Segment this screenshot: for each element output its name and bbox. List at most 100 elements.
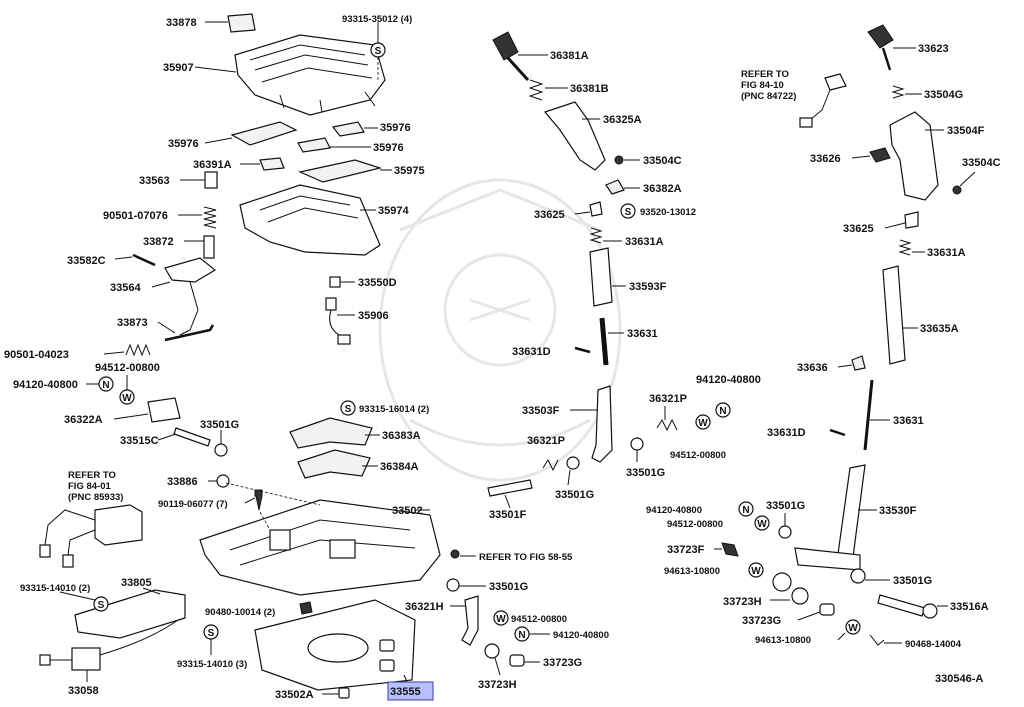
label-90501-04023: 90501-04023 — [4, 349, 69, 361]
label-33502A: 33502A — [275, 689, 314, 701]
svg-text:S: S — [98, 600, 105, 611]
part-33723H-collar-mid — [484, 643, 500, 659]
label-33593F: 33593F — [629, 281, 667, 293]
part-36321H-lever — [461, 595, 479, 646]
label-33501G-right-top: 33501G — [766, 500, 805, 512]
part-35906-switch — [325, 297, 337, 311]
part-33515C-pin — [173, 427, 211, 447]
label-33631D-right: 33631D — [767, 427, 806, 439]
label-33555-highlighted[interactable]: 33555 — [390, 686, 421, 698]
label-33635A: 33635A — [920, 323, 959, 335]
svg-text:W: W — [848, 623, 858, 634]
part-36382A — [605, 179, 625, 195]
note-refer-84-01-line3: (PNC 85933) — [68, 492, 123, 503]
label-94120-40800-mid: 94120-40800 — [696, 374, 761, 386]
part-33501F-pin — [487, 479, 533, 497]
label-94613-10800-upper: 94613-10800 — [664, 566, 720, 577]
label-33504C-right: 33504C — [962, 157, 1001, 169]
label-33631-right: 33631 — [893, 415, 924, 427]
label-94120-40800-right: 94120-40800 — [646, 505, 702, 516]
label-93315-14010-2: 93315-14010 (2) — [20, 583, 90, 594]
label-90480-10014: 90480-10014 (2) — [205, 607, 275, 618]
part-36322A-bracket — [147, 397, 181, 423]
part-35975-plate — [298, 159, 383, 183]
part-33886-grommet — [216, 474, 230, 488]
figure-id: 330546-A — [935, 673, 983, 685]
part-33564-lever — [164, 257, 217, 283]
part-33593F-plate — [589, 247, 613, 307]
part-33872-stop — [203, 235, 215, 259]
svg-text:N: N — [102, 380, 109, 391]
svg-text:S: S — [208, 628, 215, 639]
part-35907-cover — [234, 34, 386, 116]
s-symbol-93520-13012 — [620, 203, 636, 219]
part-35976-plate-left — [230, 121, 298, 146]
part-33631-rod-right — [863, 379, 874, 451]
label-90501-07076: 90501-07076 — [103, 210, 168, 222]
part-33501G-bushing-far-right — [850, 568, 866, 584]
label-90119-06077: 90119-06077 (7) — [158, 499, 228, 510]
label-36384A: 36384A — [380, 461, 419, 473]
label-33723G-mid: 33723G — [543, 657, 582, 669]
n-symbol-right — [738, 501, 754, 517]
part-36391A-clip — [259, 157, 285, 171]
label-35976-upper: 35976 — [380, 122, 411, 134]
label-36381B: 36381B — [570, 83, 609, 95]
svg-text:W: W — [122, 393, 132, 404]
part-33631D-pin-mid — [574, 346, 591, 354]
svg-text:N: N — [742, 505, 749, 516]
label-33723H-mid: 33723H — [478, 679, 517, 691]
part-harness-switch — [824, 73, 847, 91]
label-36321H: 36321H — [405, 601, 444, 613]
part-90480-10014-clip — [299, 601, 313, 615]
label-33564: 33564 — [110, 282, 141, 294]
part-33516A-pin — [877, 594, 926, 617]
svg-text:W: W — [496, 614, 506, 625]
svg-text:W: W — [698, 418, 708, 429]
label-33625-right: 33625 — [843, 223, 874, 235]
label-35907: 35907 — [163, 62, 194, 74]
label-33631A-right: 33631A — [927, 247, 966, 259]
label-33504C-mid: 33504C — [643, 155, 682, 167]
part-33723G-bush-mid — [509, 654, 525, 667]
label-36381A: 36381A — [550, 50, 589, 62]
label-33550D: 33550D — [358, 277, 397, 289]
label-33878: 33878 — [166, 17, 197, 29]
label-93315-14010-3: 93315-14010 (3) — [177, 659, 247, 670]
w-symbol-lower — [493, 610, 509, 626]
note-refer-84-10-line1: REFER TO — [741, 69, 789, 80]
part-33723F-bolt — [721, 542, 739, 557]
label-33631D-mid: 33631D — [512, 346, 551, 358]
label-33501G-left: 33501G — [200, 419, 239, 431]
part-33582C-pin — [132, 253, 156, 267]
highlight-33555[interactable] — [387, 681, 434, 701]
part-33723G-bush-right — [819, 603, 835, 616]
part-33501G-bushing-left — [214, 443, 228, 457]
label-35975: 35975 — [394, 165, 425, 177]
part-33058-solenoid — [71, 647, 101, 671]
part-33631A-spring-mid — [589, 227, 603, 244]
part-33501G-bushing-mid — [566, 456, 580, 470]
part-33625-cap-right — [904, 211, 919, 229]
label-33582C: 33582C — [67, 255, 106, 267]
part-90119-06077-bolt — [254, 489, 263, 511]
label-36382A: 36382A — [643, 183, 682, 195]
label-94120-40800-lower: 94120-40800 — [553, 630, 609, 641]
part-shift-lock-unit — [94, 504, 143, 546]
label-94512-00800-right: 94512-00800 — [667, 519, 723, 530]
label-33501G-lower: 33501G — [489, 581, 528, 593]
part-36325A-handle — [543, 101, 606, 171]
svg-text:S: S — [625, 207, 632, 218]
part-33631D-pin-right — [829, 428, 846, 437]
label-90468-14004: 90468-14004 — [905, 639, 962, 650]
label-35976-left: 35976 — [168, 138, 199, 150]
part-33635A-plate — [882, 265, 906, 365]
part-35976-plate-right — [331, 121, 365, 137]
note-refer-84-10-line2: FIG 84-10 — [741, 80, 784, 91]
label-33873: 33873 — [117, 317, 148, 329]
svg-text:N: N — [518, 630, 525, 641]
w-symbol-mid — [695, 414, 711, 430]
part-33805-bracket — [74, 589, 186, 639]
label-33626: 33626 — [810, 153, 841, 165]
label-33723F: 33723F — [667, 544, 705, 556]
